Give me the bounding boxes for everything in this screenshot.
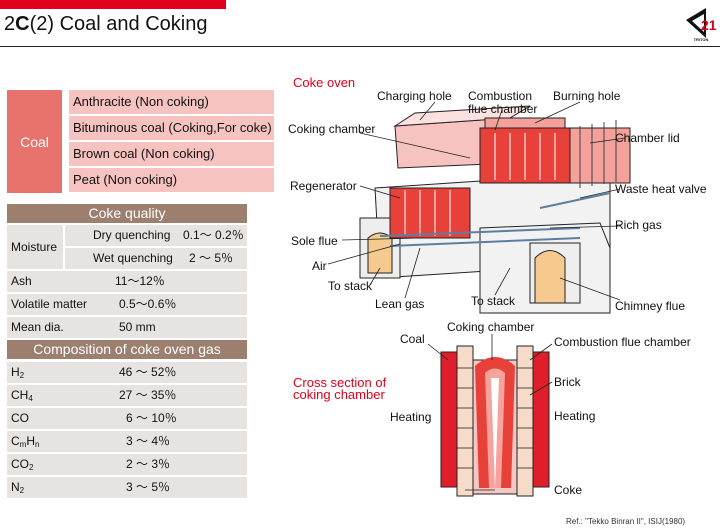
- coke-quality-title: Coke quality: [7, 204, 247, 223]
- gas-row: CmHn 3 〜 4％: [7, 431, 247, 452]
- coking-chamber-label: Coking chamber: [288, 122, 376, 136]
- air-label: Air: [312, 259, 327, 273]
- gas-row: CO 6 〜 10％: [7, 408, 247, 429]
- cross-section-title: Cross section of: [293, 375, 387, 390]
- cross-combustion-flue-label: Combustion flue chamber: [554, 335, 691, 349]
- coal-row: Bituminous coal (Coking,For coke): [69, 116, 274, 140]
- coal-row: Brown coal (Non coking): [69, 142, 274, 166]
- ash-row: Ash 11〜12％: [7, 271, 247, 292]
- waste-heat-valve-label: Waste heat valve: [615, 182, 707, 196]
- coal-types-table: Coal Anthracite (Non coking) Bituminous …: [7, 90, 274, 193]
- coal-label-diagram: Coal: [400, 332, 425, 346]
- cross-coking-chamber-label: Coking chamber: [447, 320, 535, 334]
- logo-icon: 21: [686, 8, 717, 38]
- gas-row: CH4 27 〜 35％: [7, 385, 247, 406]
- coal-label: Coal: [7, 90, 62, 193]
- cross-section-subtitle: coking chamber: [293, 387, 385, 402]
- coke-quality-table: Coke quality Moisture Dry quenching 0.1〜…: [7, 204, 247, 338]
- chamber-lid-label: Chamber lid: [615, 131, 680, 145]
- lean-gas-label: Lean gas: [375, 297, 425, 311]
- brick-label: Brick: [554, 375, 581, 389]
- title-text: Coal and Coking: [59, 13, 208, 35]
- coke-label: Coke: [554, 483, 583, 497]
- gas-row: H2 46 〜 52％: [7, 362, 247, 383]
- coke-oven-diagram: [327, 101, 631, 314]
- dry-quenching-row: Dry quenching 0.1〜 0.2％: [65, 225, 247, 246]
- to-stack-label: To stack: [471, 294, 516, 308]
- rich-gas-label: Rich gas: [615, 218, 662, 232]
- section-code: 2C(2): [4, 13, 55, 35]
- mean-dia-row: Mean dia. 50 mm: [7, 317, 247, 338]
- to-stack-label: To stack: [328, 279, 373, 293]
- page-title: 2C(2) Coal and Coking: [4, 12, 207, 36]
- gas-row: CO2 2 〜 3％: [7, 454, 247, 475]
- regenerator-label: Regenerator: [290, 179, 357, 193]
- gas-table-title: Composition of coke oven gas: [7, 340, 247, 359]
- heating-left-label: Heating: [390, 410, 432, 424]
- reference-note: Ref.: "Tekko Binran II", ISIJ(1980): [566, 517, 686, 526]
- moisture-cell: Moisture: [7, 225, 63, 269]
- logo-caption: TRITON: [693, 37, 709, 42]
- combustion-flue-label: Combustion flue chamber: [468, 89, 538, 116]
- header-rule: [0, 46, 720, 47]
- coal-row: Peat (Non coking): [69, 168, 274, 192]
- header-accent-bar: [0, 0, 226, 9]
- charging-hole-label: Charging hole: [377, 89, 452, 103]
- coke-oven-title: Coke oven: [293, 75, 356, 90]
- cross-section-leaders: [427, 334, 553, 491]
- coking-chamber-cross-section: [440, 345, 550, 497]
- gas-row: N2 3 〜 5％: [7, 477, 247, 498]
- volatile-matter-row: Volatile matter 0.5〜0.6％: [7, 294, 247, 315]
- heating-right-label: Heating: [554, 409, 596, 423]
- gas-composition-table: Composition of coke oven gas H2 46 〜 52％…: [7, 340, 247, 498]
- wet-quenching-row: Wet quenching 2 〜 5％: [65, 248, 247, 269]
- burning-hole-label: Burning hole: [553, 89, 621, 103]
- svg-text:21: 21: [701, 17, 717, 33]
- coal-row: Anthracite (Non coking): [69, 90, 274, 114]
- sole-flue-label: Sole flue: [291, 234, 338, 248]
- chimney-flue-label: Chimney flue: [615, 299, 686, 313]
